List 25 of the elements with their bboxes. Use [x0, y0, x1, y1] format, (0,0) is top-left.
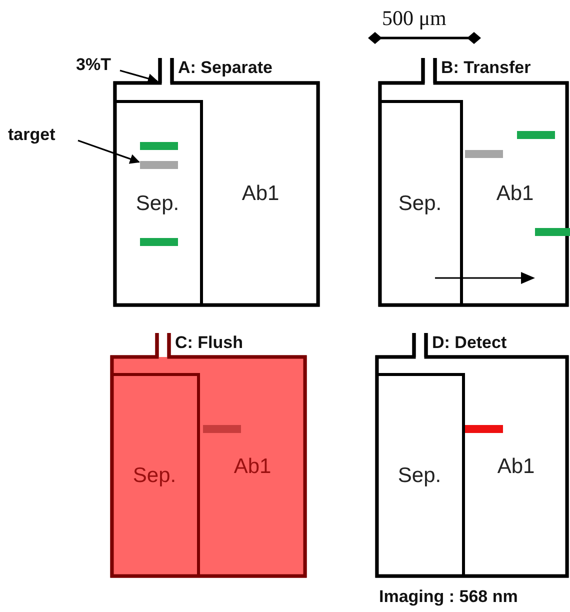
- microchamber: [112, 333, 305, 576]
- separation-gel-region: [380, 100, 463, 305]
- microchamber: [380, 58, 567, 305]
- callout-label: target: [8, 124, 56, 146]
- region-label: Ab1: [234, 454, 272, 478]
- protein-band: [140, 161, 178, 169]
- separation-gel-region: [377, 373, 465, 576]
- separation-gel-region: [112, 373, 200, 576]
- leader-line: [120, 70, 158, 84]
- step-heading: D: Detect: [432, 332, 507, 354]
- step-heading: B: Transfer: [441, 57, 531, 79]
- scale-label: 500 μm: [382, 6, 446, 31]
- region-label: Ab1: [496, 182, 534, 206]
- step-heading: C: Flush: [175, 332, 243, 354]
- region-label: Sep.: [398, 192, 442, 216]
- region-label: Sep.: [132, 464, 176, 488]
- imaging-note: Imaging : 568 nm: [379, 587, 518, 607]
- microchamber: [115, 58, 318, 305]
- region-label: Ab1: [242, 182, 280, 206]
- region-label: Sep.: [136, 192, 180, 216]
- callout-label: 3%T: [76, 54, 111, 76]
- region-label: Sep.: [398, 464, 442, 488]
- region-label: Ab1: [497, 454, 535, 478]
- step-heading: A: Separate: [178, 57, 272, 79]
- leader-line: [78, 140, 140, 164]
